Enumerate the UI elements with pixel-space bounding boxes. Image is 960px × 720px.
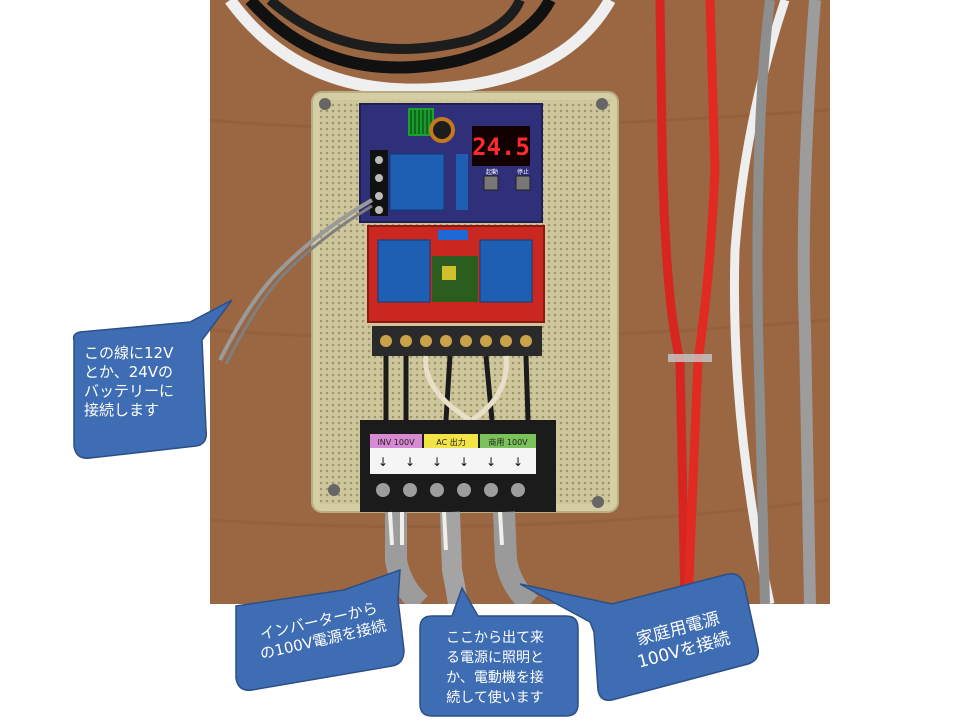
callout-battery-text: この線に12V とか、24Vの バッテリーに 接続します xyxy=(84,344,175,419)
callout-household-text: 家庭用電源 100Vを接続 xyxy=(634,608,733,673)
module-terminal-block xyxy=(370,150,388,216)
output-cable xyxy=(440,511,468,604)
terminal-label-inverter: INV 100V xyxy=(377,438,415,447)
stop-button xyxy=(515,175,531,191)
callout-inverter-text: インバーターから の100V電源を接続 xyxy=(258,598,388,664)
label-house-bg xyxy=(480,434,536,448)
electrical-panel-photo: 24.5 起動 停止 INV 100V AC 出力 商用 100V xyxy=(210,0,830,604)
grey-cable-right-1 xyxy=(797,0,821,604)
svg-text:↓: ↓ xyxy=(513,455,523,469)
stop-button-label: 停止 xyxy=(517,168,529,176)
label-acout-bg xyxy=(424,434,478,448)
screw-top-right xyxy=(596,98,608,110)
relay-1 xyxy=(377,239,431,303)
relay-2 xyxy=(479,239,533,303)
terminal-label-household: 商用 100V xyxy=(488,437,528,447)
voltage-display-value: 24.5 xyxy=(472,133,530,161)
top-black-cable-2 xyxy=(266,0,525,54)
battery-wire xyxy=(218,198,373,361)
callout-output-text: ここから出て来 る電源に照明と か、電動機を接 続して使います xyxy=(446,630,544,706)
red-cable-1 xyxy=(655,0,690,604)
start-button xyxy=(483,175,499,191)
screw-top-left xyxy=(319,98,331,110)
svg-text:↓: ↓ xyxy=(486,455,496,469)
terminal-label-ac-output: AC 出力 xyxy=(436,437,465,447)
relay-small xyxy=(389,153,445,211)
brass-terminal-strip xyxy=(372,326,542,356)
grey-cable-right-2 xyxy=(752,0,775,604)
svg-text:↓: ↓ xyxy=(378,455,388,469)
top-white-cable xyxy=(225,0,616,96)
top-black-cable xyxy=(245,0,556,74)
label-inverter-bg xyxy=(370,434,422,448)
svg-text:↓: ↓ xyxy=(405,455,415,469)
inductor-coil xyxy=(429,117,455,143)
svg-text:↓: ↓ xyxy=(432,455,442,469)
start-button-label: 起動 xyxy=(486,168,498,176)
voltage-display xyxy=(472,126,530,166)
svg-text:↓: ↓ xyxy=(459,455,469,469)
red-cable-2 xyxy=(683,0,720,604)
screw-bottom-right xyxy=(592,496,604,508)
screw-bottom-left xyxy=(328,484,340,496)
